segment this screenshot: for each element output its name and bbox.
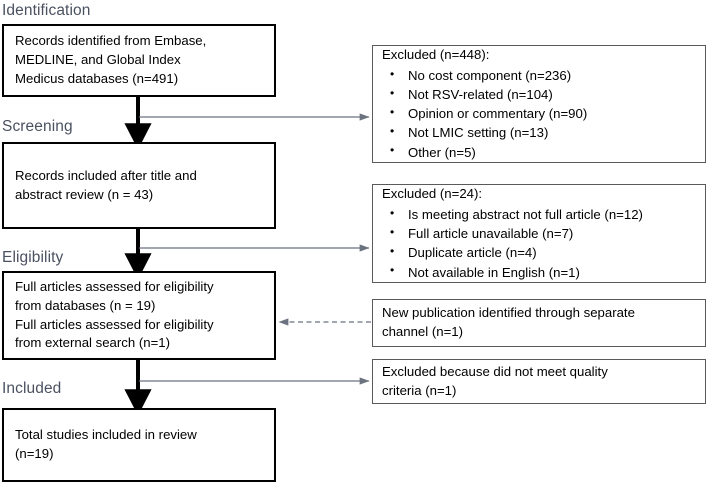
node-new-publication: New publication identified through separ… [372,299,706,347]
list-item: Not available in English (n=1) [382,262,705,282]
list-item: Full article unavailable (n=7) [382,224,705,243]
list-item: Duplicate article (n=4) [382,243,705,262]
node-new-publication-text: New publication identified through separ… [382,305,635,339]
excluded-screening-body: Excluded (n=448): No cost component (n=2… [373,46,705,161]
list-item: No cost component (n=236) [382,66,705,85]
node-full-articles-eligibility: Full articles assessed for eligibility f… [2,271,276,360]
phase-label-screening: Screening [2,118,73,135]
node-excluded-quality: Excluded because did not meet quality cr… [372,359,706,404]
node-records-after-title-abstract-text: Records included after title and abstrac… [15,167,197,202]
node-excluded-eligibility: Excluded (n=24): Is meeting abstract not… [372,184,706,283]
excluded-eligibility-list: Is meeting abstract not full article (n=… [382,205,705,282]
node-total-included: Total studies included in review (n=19) [2,408,276,482]
node-excluded-screening: Excluded (n=448): No cost component (n=2… [372,45,706,163]
node-records-after-title-abstract: Records included after title and abstrac… [2,142,276,229]
excluded-screening-heading: Excluded (n=448): [382,47,490,63]
node-excluded-quality-text: Excluded because did not meet quality cr… [382,363,608,398]
node-full-articles-eligibility-text: Full articles assessed for eligibility f… [15,279,214,351]
list-item: Not RSV-related (n=104) [382,85,705,104]
list-item: Is meeting abstract not full article (n=… [382,205,705,224]
excluded-eligibility-heading: Excluded (n=24): [382,186,483,202]
phase-label-included: Included [2,380,62,397]
node-records-identified-text: Records identified from Embase, MEDLINE,… [15,33,207,86]
node-records-identified: Records identified from Embase, MEDLINE,… [2,24,276,97]
list-item: Other (n=5) [382,142,705,162]
phase-label-identification: Identification [2,2,91,19]
list-item: Not LMIC setting (n=13) [382,123,705,142]
node-total-included-text: Total studies included in review (n=19) [15,427,197,461]
list-item: Opinion or commentary (n=90) [382,104,705,123]
excluded-eligibility-body: Excluded (n=24): Is meeting abstract not… [373,185,705,281]
phase-label-eligibility: Eligibility [2,249,64,266]
excluded-screening-list: No cost component (n=236) Not RSV-relate… [382,66,705,162]
